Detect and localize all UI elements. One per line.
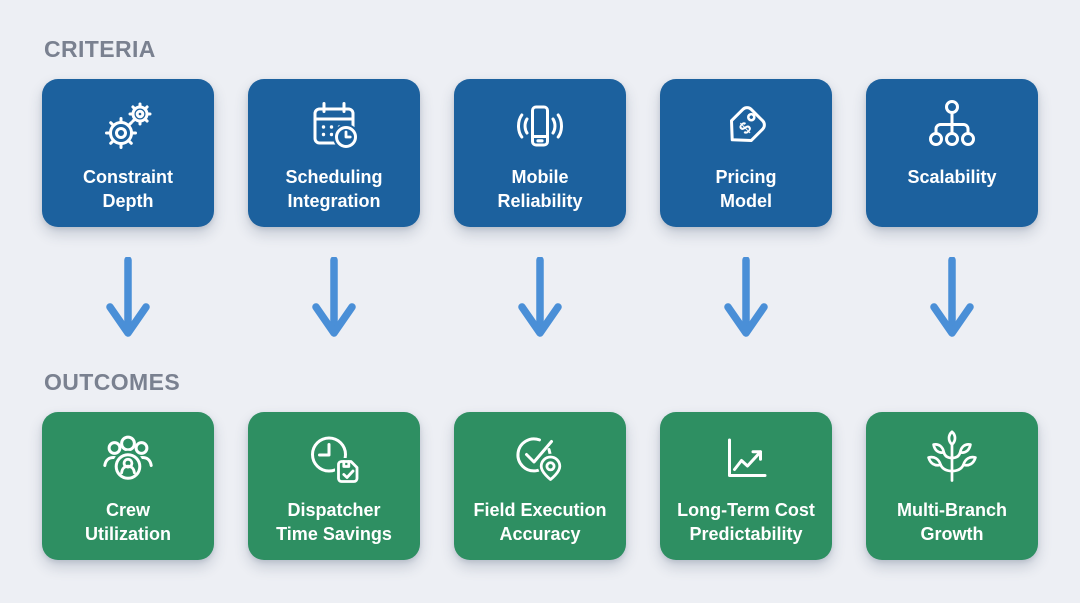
card-label: Multi-Branch Growth xyxy=(897,500,1007,544)
criteria-row: Constraint Depth Scheduling Integration xyxy=(0,79,1080,227)
down-arrow-icon xyxy=(930,257,974,337)
arrows-row xyxy=(0,257,1080,343)
card-crew-utilization: Crew Utilization xyxy=(42,412,214,560)
card-dispatcher-time-savings: Dispatcher Time Savings xyxy=(248,412,420,560)
card-label: Scheduling Integration xyxy=(285,167,383,211)
criteria-section-label: CRITERIA xyxy=(44,36,156,62)
card-field-execution-accuracy: Field Execution Accuracy xyxy=(454,412,626,560)
clock-checklist-icon xyxy=(311,436,361,485)
card-pricing-model: $ Pricing Model xyxy=(660,79,832,227)
card-scheduling-integration: Scheduling Integration xyxy=(248,79,420,227)
trend-chart-icon xyxy=(728,438,767,477)
card-long-term-cost-predictability: Long-Term Cost Predictability xyxy=(660,412,832,560)
down-arrow-icon xyxy=(724,257,768,337)
card-label: Mobile Reliability xyxy=(497,167,583,211)
hierarchy-icon xyxy=(929,100,975,146)
card-label: Scalability xyxy=(907,167,997,187)
people-group-icon xyxy=(103,435,153,483)
card-label: Long-Term Cost Predictability xyxy=(677,500,815,544)
card-label: Pricing Model xyxy=(715,167,777,211)
card-mobile-reliability: Mobile Reliability xyxy=(454,79,626,227)
card-constraint-depth: Constraint Depth xyxy=(42,79,214,227)
outcomes-row: Crew Utilization Dispatcher Time Savings xyxy=(0,412,1080,560)
card-scalability: Scalability xyxy=(866,79,1038,227)
down-arrow-icon xyxy=(312,257,356,337)
outcomes-section-label: OUTCOMES xyxy=(44,369,181,395)
card-label: Dispatcher Time Savings xyxy=(276,500,392,544)
card-multi-branch-growth: Multi-Branch Growth xyxy=(866,412,1038,560)
calendar-clock-icon xyxy=(313,102,359,150)
check-location-icon xyxy=(516,437,564,483)
plant-growth-icon xyxy=(927,430,977,482)
price-tag-icon: $ xyxy=(730,106,766,142)
phone-signal-icon xyxy=(517,105,563,147)
gears-icon xyxy=(105,102,152,149)
down-arrow-icon xyxy=(518,257,562,337)
card-label: Crew Utilization xyxy=(85,500,171,544)
card-label: Field Execution Accuracy xyxy=(473,500,607,544)
card-label: Constraint Depth xyxy=(83,167,173,211)
down-arrow-icon xyxy=(106,257,150,337)
